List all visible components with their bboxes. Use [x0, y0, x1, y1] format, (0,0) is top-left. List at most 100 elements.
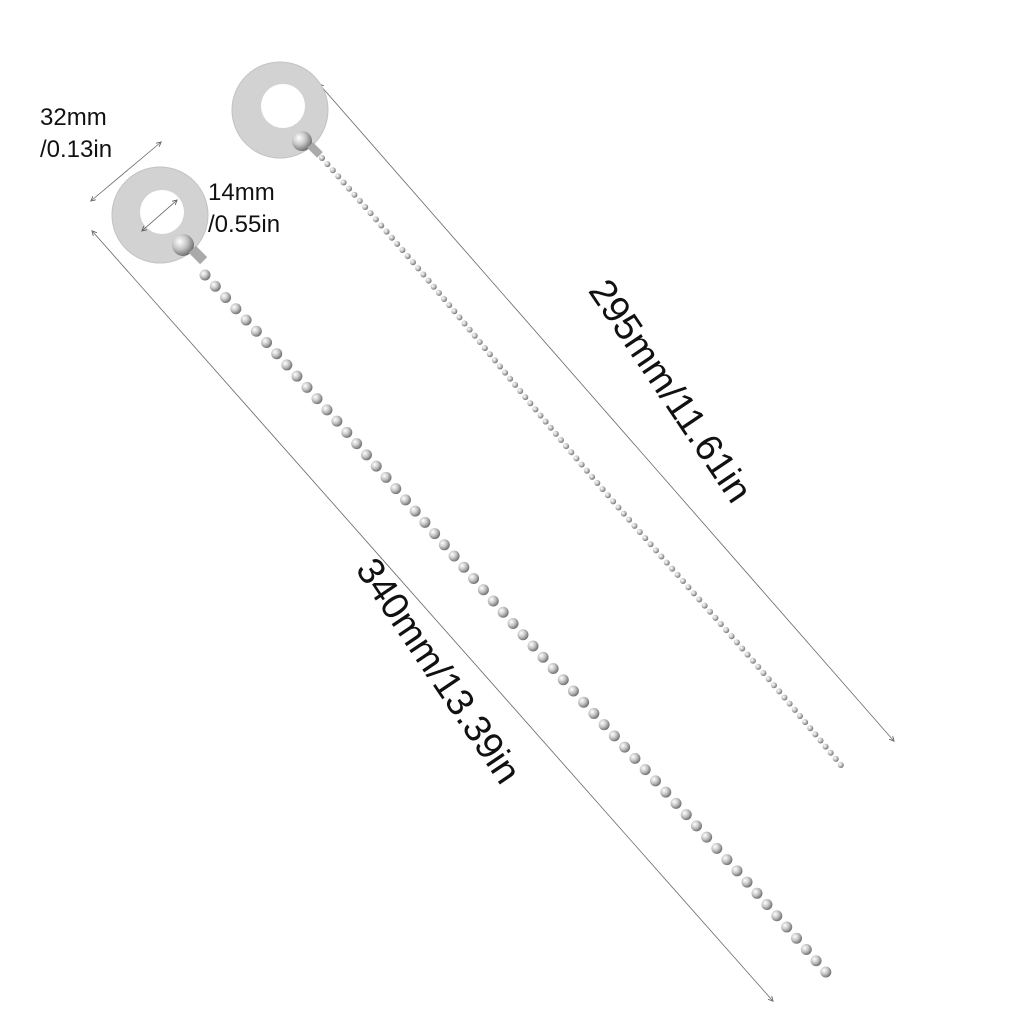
chain-bead: [608, 730, 620, 742]
inner-diameter-dimension-line: [143, 201, 176, 230]
chain-bead: [770, 682, 777, 689]
chain-bead: [701, 831, 713, 843]
short-bead-chain: [319, 155, 844, 768]
chain-bead: [415, 265, 422, 272]
chain-bead: [696, 596, 703, 603]
chain-bead: [669, 565, 676, 572]
chain-bead: [728, 633, 735, 640]
chain-bead: [281, 359, 293, 371]
chain-bead: [739, 645, 746, 652]
chain-bead: [731, 865, 743, 877]
chain-bead: [765, 676, 772, 683]
chain-bead: [604, 492, 611, 499]
chain-bead: [619, 741, 631, 753]
chain-bead: [807, 725, 814, 732]
chain-bead: [620, 510, 627, 517]
chain-bead: [723, 627, 730, 634]
chain-bead: [311, 393, 323, 405]
chain-bead: [685, 584, 692, 591]
chain-bead: [583, 467, 590, 474]
chain-bead: [497, 606, 509, 618]
inner-diameter-in-label: /0.55in: [208, 211, 280, 238]
chain-bead: [425, 277, 432, 284]
chain-bead: [776, 688, 783, 695]
chain-bead: [832, 755, 839, 762]
chain-bead: [517, 629, 529, 641]
chain-bead: [340, 179, 347, 186]
chain-bead: [771, 910, 783, 922]
chain-bead: [642, 535, 649, 542]
chain-bead: [629, 752, 641, 764]
chain-bead: [760, 670, 767, 677]
chain-bead: [599, 486, 606, 493]
chain-bead: [507, 618, 519, 629]
chain-bead: [690, 820, 702, 832]
chain-bead: [291, 370, 303, 382]
chain-bead: [372, 216, 379, 223]
chain-bead: [741, 876, 753, 888]
chain-bead: [744, 651, 751, 658]
chain-bead: [791, 706, 798, 713]
chain-bead: [199, 269, 211, 281]
chain-bead: [240, 314, 252, 326]
chain-bead: [810, 955, 822, 967]
chain-bead: [497, 363, 504, 370]
chain-bead: [647, 541, 654, 548]
chain-bead: [471, 332, 478, 339]
inner-diameter-mm-label: 14mm: [208, 179, 275, 206]
chain-bead: [321, 404, 333, 416]
chain-bead: [522, 394, 529, 401]
outer-diameter-dimension-line: [92, 143, 160, 200]
chain-bead: [362, 204, 369, 211]
chain-bead: [532, 406, 539, 413]
chain-bead: [552, 430, 559, 437]
chain-bead: [786, 700, 793, 707]
outer-diameter-mm-label: 32mm: [40, 104, 107, 131]
short-chain-length-label: 295mm/11.61in: [580, 272, 760, 510]
chain-bead: [404, 253, 411, 260]
chain-bead: [755, 663, 762, 670]
chain-bead: [351, 191, 358, 198]
chain-bead: [680, 809, 692, 821]
chain-bead: [419, 516, 431, 528]
right-washer: [231, 61, 329, 159]
chain-bead: [435, 289, 442, 296]
chain-bead: [438, 539, 450, 551]
chain-bead: [441, 296, 448, 303]
chain-bead: [660, 786, 672, 798]
chain-bead: [563, 443, 570, 450]
chain-bead: [749, 657, 756, 664]
chain-bead: [649, 775, 661, 787]
chain-bead: [670, 797, 682, 809]
chain-bead: [636, 529, 643, 536]
chain-bead: [588, 707, 600, 719]
chain-bead: [733, 639, 740, 646]
chain-bead: [448, 550, 460, 562]
chain-bead: [458, 561, 470, 573]
chain-bead: [380, 471, 392, 483]
chain-bead: [547, 424, 554, 431]
chain-bead: [271, 348, 283, 360]
outer-diameter-in-label: /0.13in: [40, 136, 112, 163]
chain-bead: [390, 483, 402, 495]
chain-bead: [542, 418, 549, 425]
chain-bead: [717, 620, 724, 627]
chain-bead: [631, 522, 638, 529]
chain-bead: [751, 887, 763, 899]
chain-bead: [547, 662, 559, 674]
chain-bead: [658, 553, 665, 560]
chain-bead: [594, 479, 601, 486]
chain-bead: [567, 685, 579, 697]
chain-bead: [367, 210, 374, 217]
chain-bead: [394, 240, 401, 247]
chain-bead: [477, 584, 489, 596]
chain-bead: [420, 271, 427, 278]
chain-bead: [537, 412, 544, 419]
chain-bead: [512, 381, 519, 388]
chain-bead: [456, 314, 463, 321]
chain-bead: [820, 966, 832, 978]
chain-bead: [451, 308, 458, 315]
chain-bead: [486, 351, 493, 358]
